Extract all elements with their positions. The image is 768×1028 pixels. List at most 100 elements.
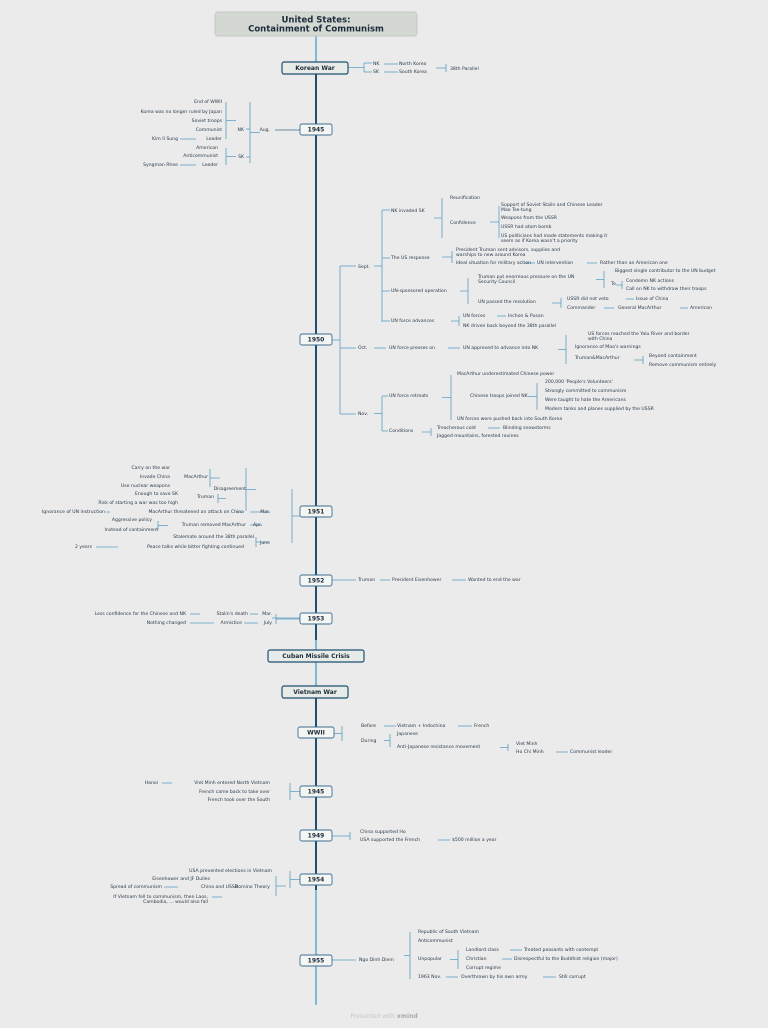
node-label[interactable]: Disrespectful to the Buddhist religion (… (514, 956, 618, 962)
node-label[interactable]: UN intervention (537, 260, 573, 266)
node-label[interactable]: July (263, 620, 273, 626)
node-label[interactable]: UN forces (463, 313, 486, 319)
node-label[interactable]: Enough to save SK (135, 491, 179, 497)
node-label[interactable]: Wanted to end the war (468, 577, 521, 583)
node-label[interactable]: Remove communism entirely (649, 362, 717, 368)
node-label[interactable]: Soviet troops (192, 118, 223, 124)
node-label[interactable]: UN passed the resolution (478, 299, 536, 305)
year-1952-node[interactable] (299, 574, 333, 587)
node-label[interactable]: Strongly committed to communism (545, 388, 627, 394)
node-label[interactable]: Communist (196, 127, 222, 133)
node-label[interactable]: American (196, 145, 218, 151)
node-label[interactable]: June (259, 540, 270, 546)
node-label[interactable]: UN approved to advance into NK (463, 345, 539, 351)
year-1945-vietnam-node[interactable] (299, 785, 333, 798)
node-label[interactable]: Truman&MacArthur (574, 355, 620, 361)
node-label[interactable]: Leader (206, 136, 222, 142)
node-label[interactable]: warships to new around Korea (456, 252, 526, 258)
node-label[interactable]: Hanoi (145, 780, 158, 786)
node-label[interactable]: Syngman Rhee (143, 162, 178, 168)
node-label[interactable]: MacArthur threatened an attack on China (148, 509, 244, 515)
node-label[interactable]: seem as if Korea wasn't a priority (501, 238, 578, 244)
cuban-missile-crisis-node[interactable] (267, 649, 365, 663)
node-label[interactable]: Instead of containment (105, 527, 159, 533)
node-label[interactable]: Anti-Japanese resistance movement (397, 744, 480, 750)
node-label[interactable]: Korea was no longer ruled by Japan (141, 109, 222, 115)
year-1949-node[interactable] (299, 829, 333, 842)
title-box[interactable] (214, 11, 418, 37)
node-label[interactable]: Use nuclear weapons (121, 483, 171, 489)
node-label[interactable]: NK (373, 61, 380, 67)
node-label[interactable]: Jagged mountains, forested ravines (436, 433, 519, 439)
node-label[interactable]: Were taught to hate the Americans (545, 397, 627, 403)
node-label[interactable]: Eisenhower and JF Dulles (152, 876, 210, 882)
node-label[interactable]: To (610, 281, 616, 287)
node-label[interactable]: Modern tanks and planes supplied by the … (545, 406, 655, 412)
node-label[interactable]: Blinding snowstorms (503, 425, 551, 431)
year-1954-node[interactable] (299, 873, 333, 886)
node-label[interactable]: Truman (357, 577, 375, 583)
node-label[interactable]: UN force retreats (389, 393, 429, 399)
node-label[interactable]: SK (373, 69, 380, 75)
node-label[interactable]: MacArthur underestimated Chinese power (457, 371, 554, 377)
node-label[interactable]: During (361, 738, 377, 744)
node-label[interactable]: USA prevented elections in Vietnam (189, 868, 272, 874)
node-label[interactable]: Vietnam + Indochina (397, 723, 446, 729)
node-label[interactable]: Risk of starting a war was too high (98, 500, 178, 506)
node-label[interactable]: The US response (390, 255, 430, 261)
node-label[interactable]: Commander (567, 305, 595, 311)
year-1951-node[interactable] (299, 505, 333, 518)
node-label[interactable]: Ignorance of UN instruction (42, 509, 105, 515)
node-label[interactable]: Weapons from the USSR (501, 215, 558, 221)
node-label[interactable]: Security Council (478, 279, 515, 285)
node-label[interactable]: UN forces were pushed back into South Ko… (457, 416, 562, 422)
node-label[interactable]: UN-sponsored operation (391, 288, 447, 294)
node-label[interactable]: South Korea (399, 69, 427, 75)
node-label[interactable]: Beyond containment (649, 353, 697, 359)
node-label[interactable]: Aug. (260, 127, 270, 133)
node-label[interactable]: Less confidence for the Chinese and NK (95, 611, 187, 617)
node-label[interactable]: 38th Parallel (450, 66, 479, 72)
year-1953-node[interactable] (299, 612, 333, 625)
node-label[interactable]: MacArthur (184, 474, 208, 480)
node-label[interactable]: Domino Theory (235, 884, 271, 890)
node-label[interactable]: Mao Tse-tung (501, 207, 532, 213)
node-label[interactable]: Republic of South Vietnam (418, 929, 479, 935)
node-label[interactable]: Before (361, 723, 376, 729)
year-1955-node[interactable] (299, 954, 333, 967)
node-label[interactable]: Anticommunist (183, 153, 218, 159)
node-label[interactable]: General MacArthur (618, 305, 662, 311)
node-label[interactable]: Issue of China (636, 296, 669, 302)
node-label[interactable]: NK driven back beyond the 38th parallel (463, 323, 556, 329)
node-label[interactable]: NK invaded SK (391, 208, 426, 214)
node-label[interactable]: Christian (466, 956, 487, 962)
node-label[interactable]: Leader (202, 162, 218, 168)
node-label[interactable]: 2 years (75, 544, 93, 550)
node-label[interactable]: American (690, 305, 712, 311)
node-label[interactable]: USSR did not veto (567, 296, 609, 302)
node-label[interactable]: Inchon & Pusan (508, 313, 544, 319)
node-label[interactable]: USA supported the French (360, 837, 420, 843)
node-label[interactable]: Truman (196, 494, 214, 500)
node-label[interactable]: Stalemate around the 38th parallel (173, 534, 254, 540)
node-label[interactable]: 1963 Nov. (418, 974, 441, 980)
node-label[interactable]: $500 million a year (452, 837, 497, 843)
node-label[interactable]: Viet Minh (516, 741, 538, 747)
node-label[interactable]: Treated peasants with contempt (523, 947, 598, 953)
node-label[interactable]: Nov. (358, 411, 368, 417)
node-label[interactable]: Ngo Dinh Diem (359, 957, 394, 963)
node-label[interactable]: Support of Soviet Stalin and Chinese Lea… (501, 202, 603, 208)
node-label[interactable]: President Eisenhower (392, 577, 442, 583)
node-label[interactable]: Conditions (389, 428, 414, 434)
node-label[interactable]: Kim Il Sung (152, 136, 178, 142)
node-label[interactable]: End of WWII (194, 99, 222, 105)
node-label[interactable]: Truman removed MacArthur (181, 522, 246, 528)
node-label[interactable]: North Korea (399, 61, 427, 67)
node-label[interactable]: with China (588, 336, 613, 342)
node-label[interactable]: 200,000 'People's Volunteers' (545, 379, 613, 385)
node-label[interactable]: Carry on the war (131, 465, 170, 471)
node-label[interactable]: Communist leader (570, 749, 612, 755)
node-label[interactable]: French (474, 723, 489, 729)
node-label[interactable]: US forces reached the Yalu River and bor… (588, 331, 690, 337)
node-label[interactable]: Ho Chi Minh (516, 749, 544, 755)
